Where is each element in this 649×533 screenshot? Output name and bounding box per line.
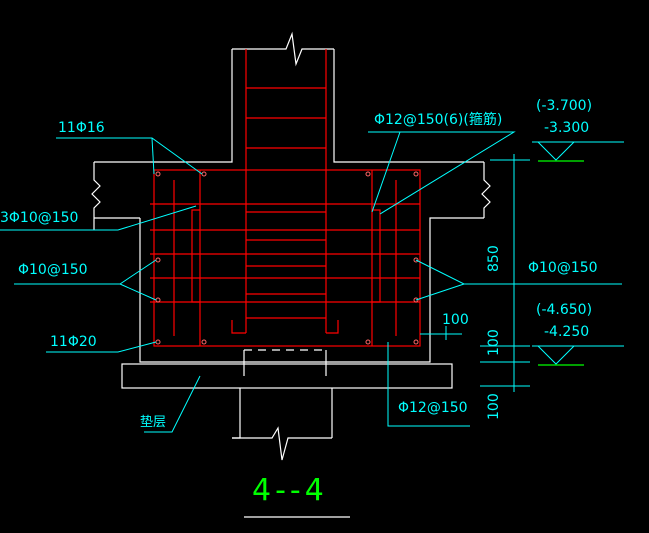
leader-lines bbox=[0, 131, 624, 433]
elevation-top: -3.300 bbox=[544, 120, 589, 136]
rebar-cage bbox=[150, 49, 421, 347]
elevation-bottom: -4.250 bbox=[544, 324, 589, 340]
label-top-bars: 11Φ16 bbox=[58, 120, 105, 136]
section-title: 4--4 bbox=[252, 473, 328, 508]
concrete-outline bbox=[91, 31, 491, 461]
elevation-top-paren: (-3.700) bbox=[536, 98, 592, 114]
dim-cover-h: 100 bbox=[442, 312, 469, 328]
dim-cover-v1: 100 bbox=[486, 329, 502, 356]
dim-height: 850 bbox=[486, 245, 502, 272]
label-stirrup: Φ12@150(6)(箍筋) bbox=[374, 111, 502, 128]
elevation-bottom-paren: (-4.650) bbox=[536, 302, 592, 318]
label-bedding: 垫层 bbox=[140, 414, 166, 430]
label-bottom-bars: 11Φ20 bbox=[50, 334, 97, 350]
label-side-bars-1: 3Φ10@150 bbox=[0, 210, 78, 226]
elevation-marks bbox=[538, 160, 584, 366]
label-side-bars-2: Φ10@150 bbox=[18, 262, 88, 278]
label-right-side-bars: Φ10@150 bbox=[528, 260, 598, 276]
label-bottom-right-bars: Φ12@150 bbox=[398, 400, 468, 416]
dim-cover-v2: 100 bbox=[486, 393, 502, 420]
